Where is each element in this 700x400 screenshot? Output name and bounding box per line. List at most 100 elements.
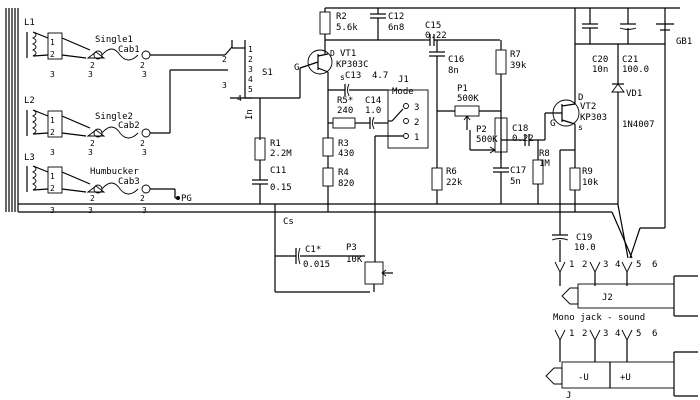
svg-text:2: 2	[140, 194, 145, 203]
switch-s1: 1 2 3 4 5 S1 4 2 3 In	[222, 40, 273, 140]
cable-label-1: Single1	[95, 35, 133, 45]
svg-text:4: 4	[615, 329, 620, 339]
jack-j2: 1 2 3 4 5 6 J2 Mono jack - sound	[553, 204, 698, 323]
svg-text:4: 4	[615, 260, 620, 270]
svg-text:240: 240	[337, 106, 353, 116]
svg-text:R3: R3	[338, 139, 349, 149]
resistor-r6	[431, 167, 443, 191]
svg-text:2.2M: 2.2M	[270, 149, 292, 159]
cable-label-2: Single2	[95, 112, 133, 122]
svg-text:3: 3	[88, 206, 93, 215]
svg-text:10.0: 10.0	[574, 243, 596, 253]
svg-text:G: G	[550, 119, 555, 129]
transistor-vt2: G D s VT2 KP303 R9 10k	[544, 55, 607, 235]
svg-text:3: 3	[222, 81, 227, 90]
tone-network: C1* 0.015 P3 10K	[275, 243, 393, 292]
svg-text:C17: C17	[510, 166, 526, 176]
svg-text:C13: C13	[345, 71, 361, 81]
svg-text:2: 2	[140, 139, 145, 148]
resistor-r9	[569, 167, 581, 191]
svg-text:500K: 500K	[476, 135, 498, 145]
svg-text:3: 3	[88, 148, 93, 157]
mode-switch-title: Mode	[392, 87, 414, 97]
svg-text:8n: 8n	[448, 66, 459, 76]
svg-text:39k: 39k	[510, 61, 527, 71]
svg-text:VD1: VD1	[626, 89, 642, 99]
svg-text:2: 2	[140, 61, 145, 70]
svg-text:3: 3	[414, 103, 419, 113]
svg-text:10k: 10k	[582, 178, 599, 188]
svg-text:R4: R4	[338, 168, 349, 178]
svg-text:10K: 10K	[346, 255, 363, 265]
svg-text:3: 3	[142, 206, 147, 215]
svg-text:2: 2	[90, 61, 95, 70]
svg-text:1: 1	[569, 329, 574, 339]
pickup-channel-1: L1 1 2 Single1 Cab1 2 2 3 3 3	[24, 18, 233, 79]
svg-text:3: 3	[50, 148, 55, 157]
svg-text:2: 2	[50, 184, 55, 193]
svg-text:2: 2	[582, 260, 587, 270]
mode-switch-name: J1	[398, 75, 409, 85]
output-cap: C19 10.0	[551, 233, 596, 262]
svg-text:5n: 5n	[510, 177, 521, 187]
ground-bus	[5, 8, 618, 213]
svg-text:2: 2	[90, 194, 95, 203]
svg-text:1: 1	[248, 45, 253, 54]
svg-text:C18: C18	[512, 124, 528, 134]
pg-label: PG	[181, 194, 192, 204]
svg-text:GB1: GB1	[676, 37, 692, 47]
svg-text:C16: C16	[448, 55, 464, 65]
input-label: In	[245, 109, 255, 120]
svg-text:1: 1	[50, 116, 55, 125]
svg-text:2: 2	[50, 128, 55, 137]
source-network: C13 4.7 R5* 240 C14 1.0 R3 430 R4 820	[322, 71, 388, 212]
svg-text:2: 2	[90, 139, 95, 148]
svg-text:KP303C: KP303C	[336, 60, 369, 70]
cab-label-1: Cab1	[118, 45, 140, 55]
svg-text:C12: C12	[388, 12, 404, 22]
svg-text:6: 6	[652, 260, 657, 270]
input-network: R1 2.2M C11 0.15 Cs	[252, 137, 370, 293]
svg-text:3: 3	[50, 206, 55, 215]
cab-label-3: Cab3	[118, 177, 140, 187]
svg-text:R1: R1	[270, 139, 281, 149]
mode-switch-j1: J1 Mode 3 2 1	[374, 75, 429, 262]
pot-network: P1 500K P2 500K R6 22k C17 5n C18 0.22 R…	[431, 84, 550, 204]
jack-j2-caption: Mono jack - sound	[553, 313, 645, 323]
svg-text:500K: 500K	[457, 94, 479, 104]
svg-text:5: 5	[636, 329, 641, 339]
svg-text:1: 1	[569, 260, 574, 270]
switch-s1-label: S1	[262, 68, 273, 78]
resistor-r1	[254, 137, 266, 161]
pickup-channel-3: L3 1 2 Humbucker Cab3 2 2 3 3 3 PG	[24, 153, 192, 215]
svg-text:D: D	[330, 49, 335, 58]
svg-text:VT2: VT2	[580, 102, 596, 112]
svg-text:C20: C20	[592, 55, 608, 65]
potentiometer-p3	[364, 261, 384, 285]
svg-text:3: 3	[248, 65, 253, 74]
svg-text:P2: P2	[476, 125, 487, 135]
svg-text:430: 430	[338, 149, 354, 159]
svg-text:3: 3	[603, 329, 608, 339]
svg-text:R2: R2	[336, 12, 347, 22]
jack-j-minus: -U	[578, 373, 589, 383]
svg-text:G: G	[294, 63, 299, 73]
jack-j-label: J	[566, 391, 571, 400]
diode-vd1	[611, 83, 625, 93]
svg-text:P1: P1	[457, 84, 468, 94]
coax-2-right	[141, 128, 151, 138]
svg-text:R7: R7	[510, 50, 521, 60]
svg-text:4.7: 4.7	[372, 71, 388, 81]
svg-text:5: 5	[636, 260, 641, 270]
svg-text:0.015: 0.015	[303, 260, 330, 270]
svg-text:2: 2	[222, 55, 227, 64]
svg-text:R8: R8	[539, 149, 550, 159]
svg-text:P3: P3	[346, 243, 357, 253]
jack-j: 1 2 3 4 5 6 -U +U J	[545, 329, 698, 400]
coil-l3	[31, 165, 37, 191]
svg-text:3: 3	[603, 260, 608, 270]
svg-text:1M: 1M	[539, 159, 550, 169]
svg-text:C19: C19	[576, 233, 592, 243]
power-supply: C20 10n C21 100.0 GB1 VD1 1N4007	[575, 8, 692, 205]
